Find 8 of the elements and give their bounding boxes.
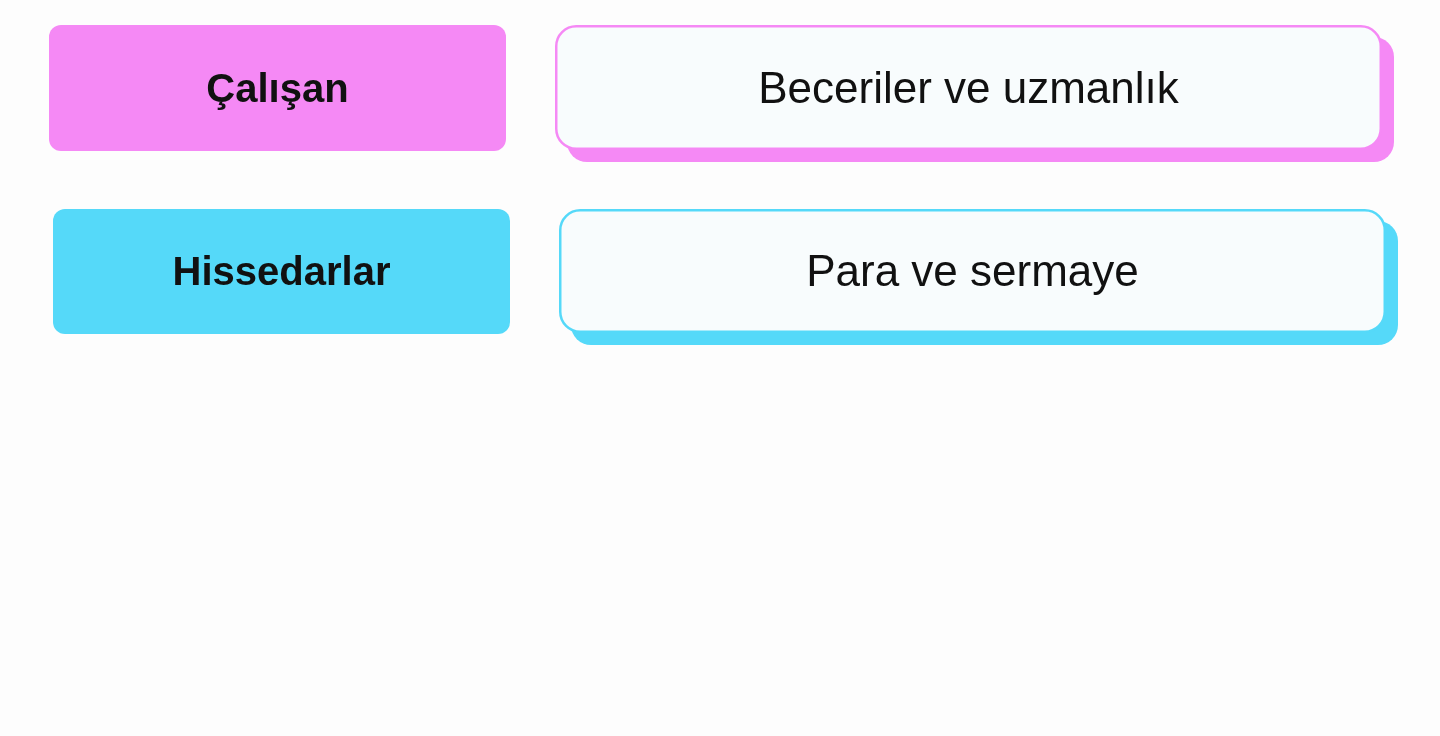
content-card bbox=[559, 209, 1398, 345]
box-label: Çalışan bbox=[206, 65, 349, 111]
label-box bbox=[53, 209, 510, 334]
box-label: Para ve sermaye bbox=[806, 246, 1139, 296]
content-card bbox=[555, 25, 1394, 162]
box-label: Hissedarlar bbox=[172, 249, 391, 294]
label-box bbox=[49, 25, 506, 151]
box-label: Beceriler ve uzmanlık bbox=[758, 62, 1179, 113]
